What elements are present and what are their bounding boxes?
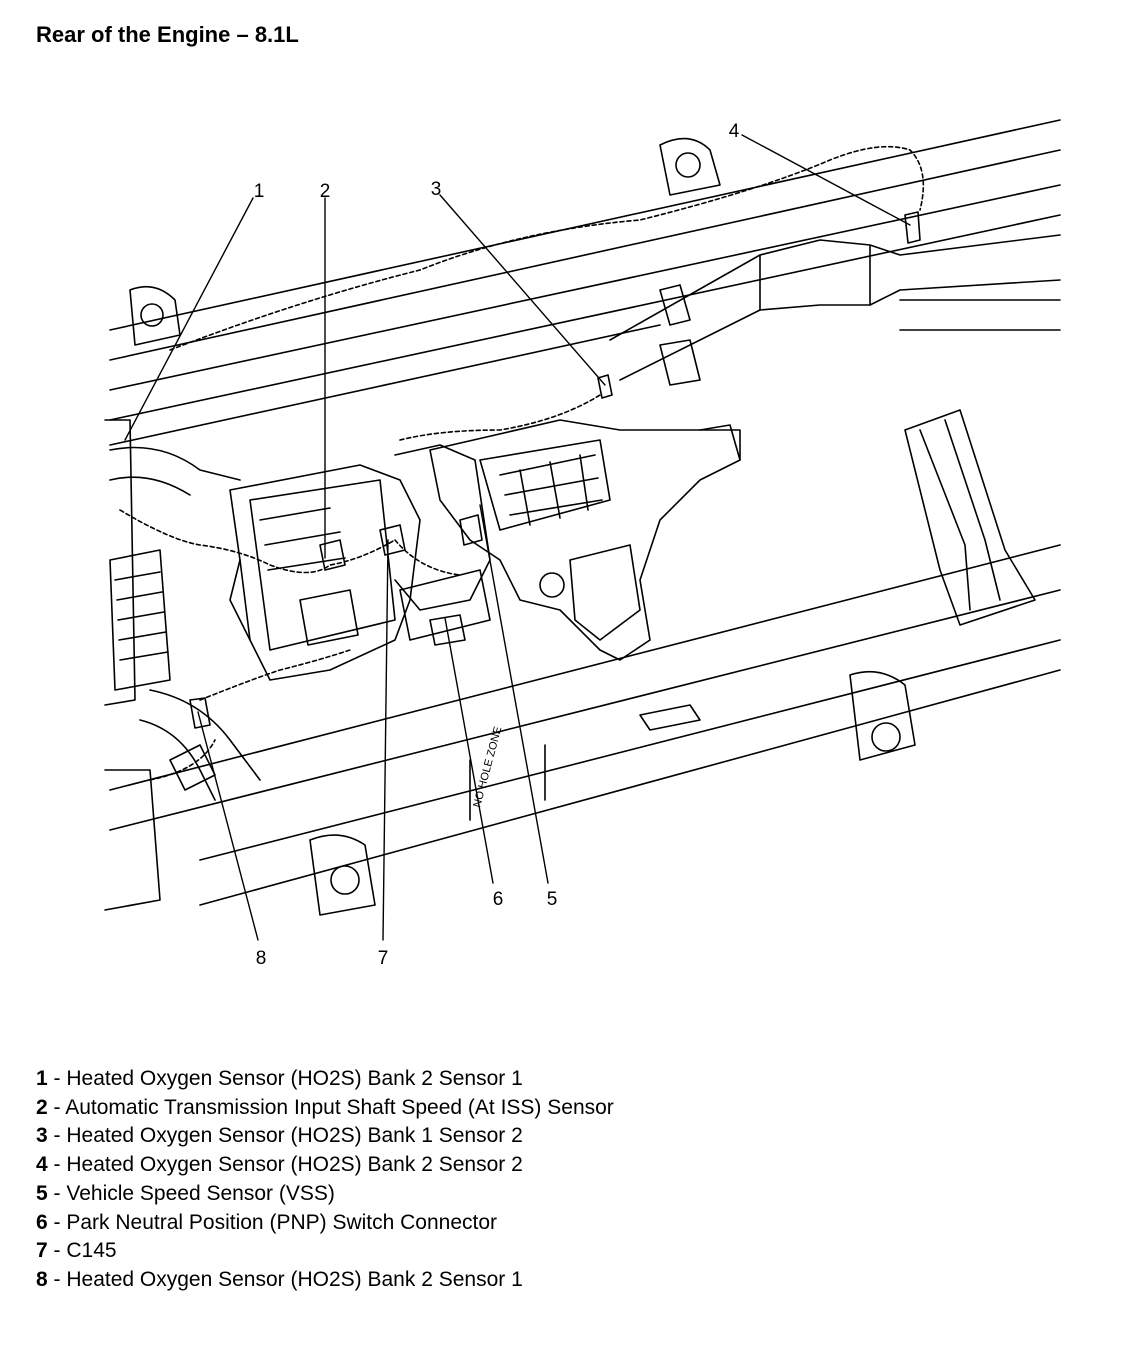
- exhaust-system: [109, 234, 1061, 801]
- legend-separator: -: [47, 1067, 67, 1090]
- legend-item: 8 - Heated Oxygen Sensor (HO2S) Bank 2 S…: [36, 1266, 614, 1295]
- legend-item: 4 - Heated Oxygen Sensor (HO2S) Bank 2 S…: [36, 1151, 614, 1180]
- frame-mount-brackets: [129, 137, 916, 916]
- legend-item-number: 5: [36, 1181, 48, 1205]
- legend-separator: -: [47, 1095, 66, 1119]
- lower-frame-rail: [109, 544, 1061, 906]
- legend-separator: -: [47, 1181, 67, 1205]
- crossmember: [904, 409, 1036, 626]
- callout-number-8: 8: [256, 948, 267, 969]
- legend-item-number: 6: [36, 1210, 48, 1234]
- legend-item-number: 2: [36, 1095, 48, 1119]
- callout-number-6: 6: [493, 889, 504, 910]
- legend-item-text: C145: [66, 1239, 117, 1263]
- legend-separator: -: [47, 1239, 67, 1263]
- callout-number-4: 4: [729, 121, 740, 142]
- legend-item-text: Heated Oxygen Sensor (HO2S) Bank 1 Senso…: [66, 1124, 523, 1148]
- callout-number-3: 3: [431, 179, 442, 200]
- adapter-housing: [394, 444, 491, 646]
- legend-item: 3 - Heated Oxygen Sensor (HO2S) Bank 1 S…: [36, 1122, 614, 1151]
- legend-item-text: Vehicle Speed Sensor (VSS): [66, 1181, 335, 1205]
- callout-number-1: 1: [254, 181, 265, 202]
- callout-number-2: 2: [320, 181, 331, 202]
- legend-item-text: Automatic Transmission Input Shaft Speed…: [65, 1095, 614, 1119]
- legend-item: 5 - Vehicle Speed Sensor (VSS): [36, 1180, 614, 1209]
- page-title: Rear of the Engine – 8.1L: [36, 22, 299, 47]
- legend-item-number: 7: [36, 1239, 48, 1263]
- legend-separator: -: [47, 1210, 67, 1234]
- legend-separator: -: [47, 1153, 67, 1177]
- wiring-harness: [119, 145, 925, 781]
- legend-item: 1 - Heated Oxygen Sensor (HO2S) Bank 2 S…: [36, 1065, 614, 1094]
- callout-legend: 1 - Heated Oxygen Sensor (HO2S) Bank 2 S…: [36, 1065, 614, 1295]
- legend-item-text: Park Neutral Position (PNP) Switch Conne…: [66, 1210, 498, 1234]
- legend-item: 2 - Automatic Transmission Input Shaft S…: [36, 1094, 614, 1123]
- callout-number-5: 5: [547, 889, 558, 910]
- legend-item-text: Heated Oxygen Sensor (HO2S) Bank 2 Senso…: [66, 1067, 523, 1090]
- legend-separator: -: [47, 1124, 67, 1148]
- legend-item-text: Heated Oxygen Sensor (HO2S) Bank 2 Senso…: [66, 1267, 523, 1291]
- leader-lines: [124, 134, 911, 941]
- legend-item-number: 3: [36, 1124, 48, 1148]
- legend-item: 6 - Park Neutral Position (PNP) Switch C…: [36, 1209, 614, 1238]
- sensors: [189, 211, 921, 729]
- legend-separator: -: [47, 1267, 67, 1291]
- transfer-case: [429, 419, 741, 661]
- legend-item-number: 4: [36, 1153, 48, 1177]
- callout-number-7: 7: [378, 948, 389, 969]
- legend-item-text: Heated Oxygen Sensor (HO2S) Bank 2 Senso…: [66, 1153, 523, 1177]
- transmission-case: [229, 464, 421, 681]
- engine-block: [104, 419, 171, 911]
- upper-frame-rail: [109, 119, 1061, 446]
- legend-item-number: 8: [36, 1267, 48, 1291]
- legend-item: 7 - C145: [36, 1237, 614, 1266]
- legend-item-number: 1: [36, 1067, 48, 1090]
